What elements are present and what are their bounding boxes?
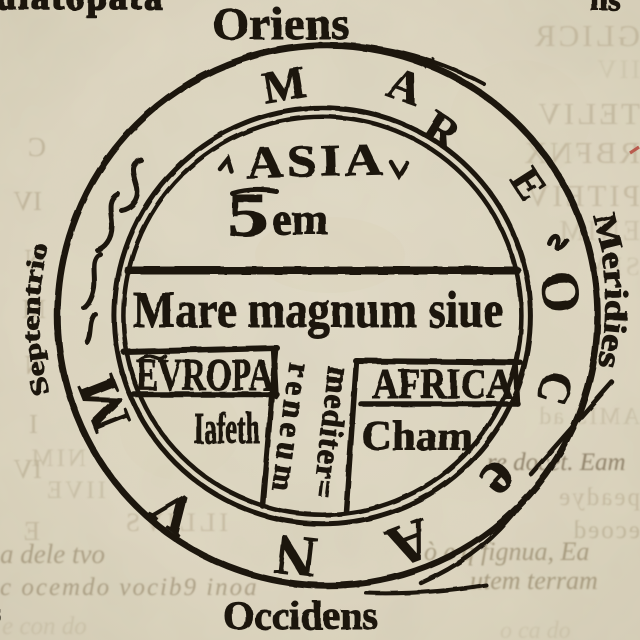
svg-text:EVROPA: EVROPA: [136, 349, 273, 400]
svg-text:s: s: [0, 596, 2, 629]
svg-text:o ca do: o ca do: [500, 618, 571, 640]
svg-text:em: em: [272, 195, 328, 244]
svg-text:GLICR: GLICR: [532, 18, 640, 53]
svg-text:I: I: [29, 409, 38, 439]
svg-text:Oriens: Oriens: [212, 0, 350, 49]
svg-text:Mare magnum siue: Mare magnum siue: [133, 282, 503, 339]
svg-text:IIVE: IIVE: [44, 477, 106, 504]
svg-text:a dele tvo: a dele tvo: [0, 539, 105, 569]
svg-text:ns: ns: [590, 0, 620, 17]
svg-text:ENIM: ENIM: [556, 216, 640, 247]
svg-text:IV: IV: [13, 186, 42, 216]
svg-text:Cham: Cham: [361, 414, 473, 460]
svg-text:peadye: peadye: [557, 484, 640, 511]
svg-text:ASIA: ASIA: [245, 134, 386, 188]
svg-text:M: M: [22, 294, 46, 324]
svg-text:5: 5: [227, 180, 269, 249]
svg-text:Occidens: Occidens: [223, 593, 378, 638]
svg-text:Septentrio: Septentrio: [18, 240, 55, 398]
svg-text:utem terram: utem terram: [470, 566, 598, 595]
svg-text:IIV: IIV: [595, 55, 640, 84]
svg-text:ò e q fignua, Ea: ò e q fignua, Ea: [424, 537, 589, 566]
svg-text:ecoed: ecoed: [572, 517, 640, 544]
svg-text:TELIV: TELIV: [535, 96, 640, 131]
svg-text:O: O: [529, 268, 593, 316]
svg-text:Iafeth: Iafeth: [194, 404, 260, 453]
svg-text:N: N: [25, 350, 45, 380]
svg-text:AFRICA: AFRICA: [372, 362, 514, 408]
svg-text:NIM: NIM: [28, 445, 86, 472]
svg-text:N: N: [25, 244, 45, 274]
svg-text:M: M: [259, 56, 310, 113]
svg-text:ulatopata: ulatopata: [0, 0, 164, 18]
svg-text:N: N: [271, 521, 320, 590]
svg-text:c ocemdo vocib9 inoa: c ocemdo vocib9 inoa: [0, 574, 259, 601]
svg-text:E: E: [24, 516, 41, 546]
svg-text:PITEIV: PITEIV: [524, 178, 640, 213]
svg-text:C: C: [28, 132, 46, 162]
svg-text:IV: IV: [13, 454, 42, 484]
svg-text:e con do: e con do: [2, 613, 87, 640]
